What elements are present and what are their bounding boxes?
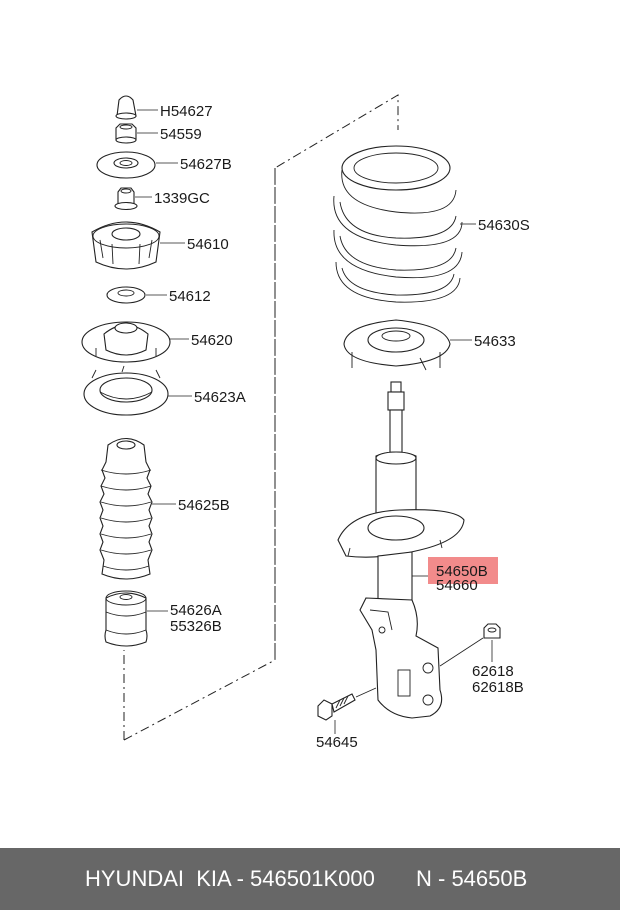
bump-stop-icon xyxy=(104,590,148,647)
label-54610: 54610 xyxy=(187,236,229,253)
label-h54627: H54627 xyxy=(160,103,213,120)
label-54623a: 54623A xyxy=(194,389,246,406)
label-54650b: 54650B xyxy=(436,563,488,580)
label-54660: 54660 xyxy=(436,577,478,594)
dust-boot-icon xyxy=(99,437,153,580)
flange-nut-icon xyxy=(483,623,501,639)
coil-spring-icon xyxy=(333,145,463,303)
footer-bar: HYUNDAI KIA - 546501K000 N - 54650B xyxy=(0,848,620,910)
label-62618: 62618 xyxy=(472,663,514,680)
label-54627b: 54627B xyxy=(180,156,232,173)
label-54645: 54645 xyxy=(316,734,358,751)
footer-part-number: HYUNDAI KIA - 546501K000 xyxy=(85,866,375,891)
spacer-washer-icon xyxy=(106,286,146,304)
bolt-icon xyxy=(317,693,356,721)
highlight-box xyxy=(428,557,498,584)
strut-body-icon xyxy=(337,381,465,719)
spring-pad-icon xyxy=(343,319,451,371)
label-1339gc: 1339GC xyxy=(154,190,210,207)
label-55326b: 55326B xyxy=(170,618,222,635)
strut-assembly-diagram: H54627 54559 54627B 1339GC 54610 54612 xyxy=(81,94,530,751)
washer-icon xyxy=(96,151,156,179)
spring-seat-icon xyxy=(83,365,169,416)
footer-diagram-code: N - 54650B xyxy=(416,866,528,891)
nut-icon xyxy=(115,123,137,144)
label-54630s: 54630S xyxy=(478,217,530,234)
label-54612: 54612 xyxy=(169,288,211,305)
bearing-plate-icon xyxy=(81,321,171,363)
label-54626a: 54626A xyxy=(170,602,222,619)
flange-nut-icon xyxy=(114,187,138,211)
strut-mount-icon xyxy=(91,221,161,270)
label-54633: 54633 xyxy=(474,333,516,350)
label-54559: 54559 xyxy=(160,126,202,143)
assembly-frame xyxy=(123,94,399,741)
bump-cap-icon xyxy=(115,95,137,120)
label-54625b: 54625B xyxy=(178,497,230,514)
label-54620: 54620 xyxy=(191,332,233,349)
label-62618b: 62618B xyxy=(472,679,524,696)
